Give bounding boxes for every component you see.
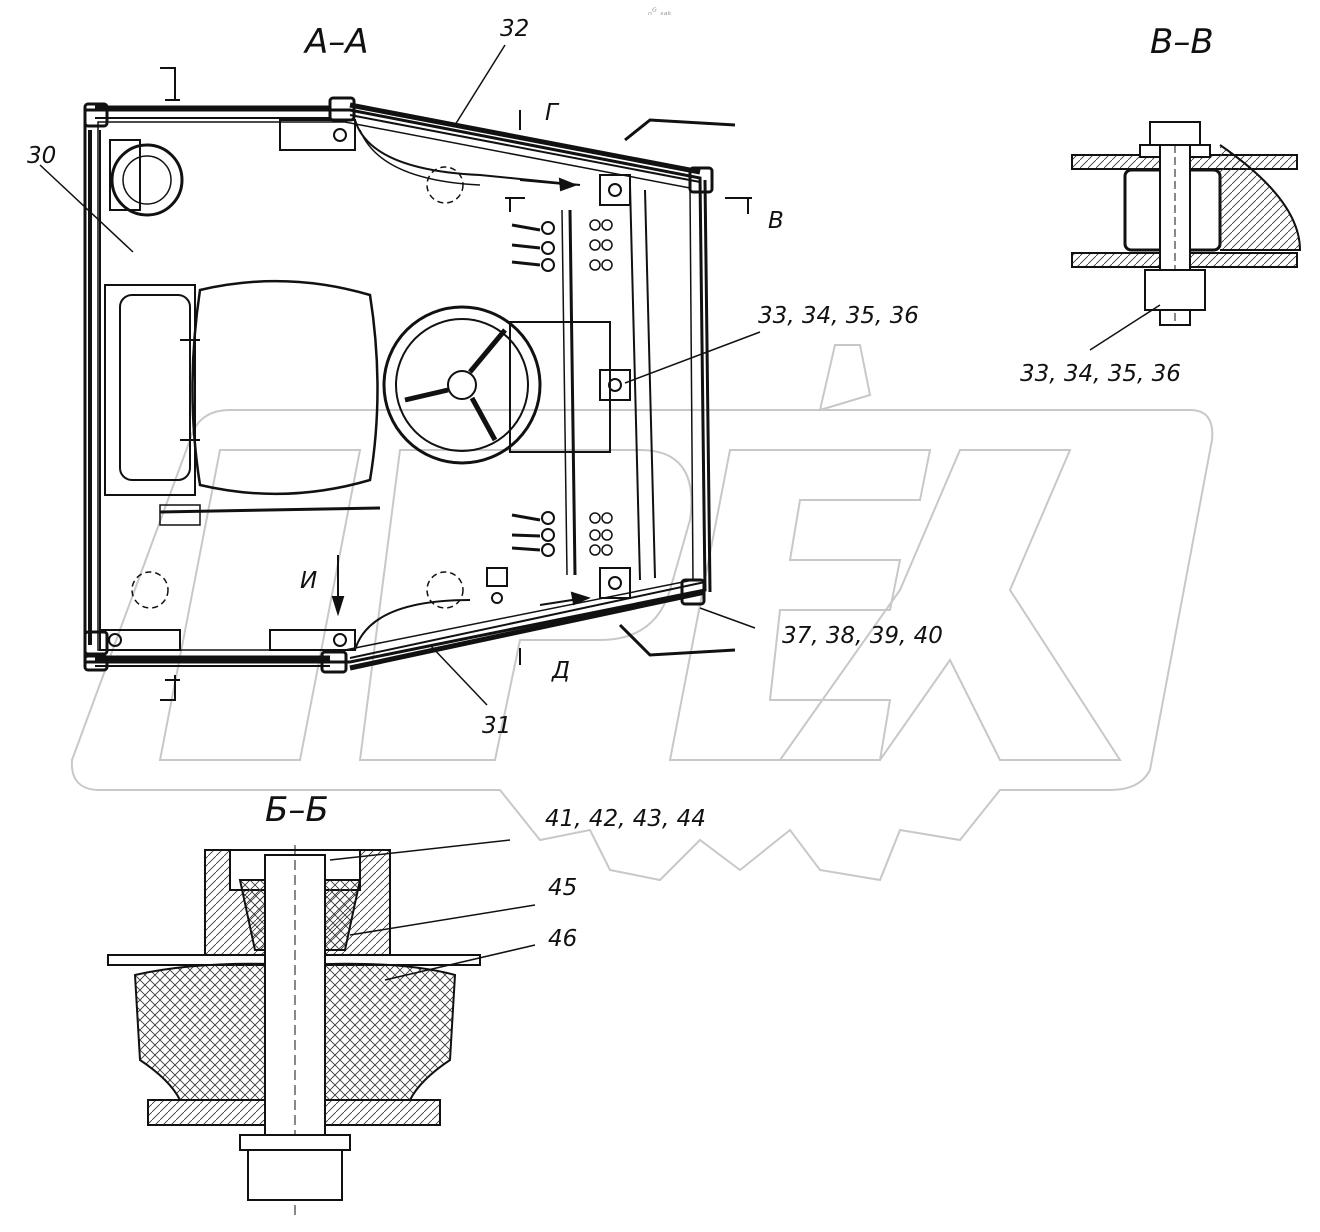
callout-30: 30 (27, 143, 57, 169)
top-small-text: ₙᴳ ₛₐₖ (648, 7, 672, 18)
view-bb (107, 839, 536, 1215)
callout-41: 41, 42, 43, 44 (545, 806, 706, 832)
view-mark-i: И (300, 568, 318, 594)
watermark-logo (70, 344, 1214, 882)
callout-46: 46 (548, 926, 578, 952)
callout-33-main: 33, 34, 35, 36 (758, 303, 919, 329)
view-aa (83, 67, 752, 701)
view-mark-g: Г (545, 100, 558, 126)
callout-33-detail: 33, 34, 35, 36 (1020, 361, 1181, 387)
leader-lines (39, 44, 761, 706)
section-title-bb: Б–Б (265, 790, 329, 830)
section-title-aa: А–А (305, 22, 369, 62)
callout-45: 45 (548, 875, 578, 901)
callout-32: 32 (500, 16, 530, 42)
view-vv (1071, 121, 1302, 351)
section-title-vv: В–В (1150, 22, 1214, 62)
view-mark-d: Д (552, 658, 570, 684)
callout-37: 37, 38, 39, 40 (782, 623, 943, 649)
callout-31: 31 (482, 713, 512, 739)
view-mark-v: В (768, 208, 784, 234)
